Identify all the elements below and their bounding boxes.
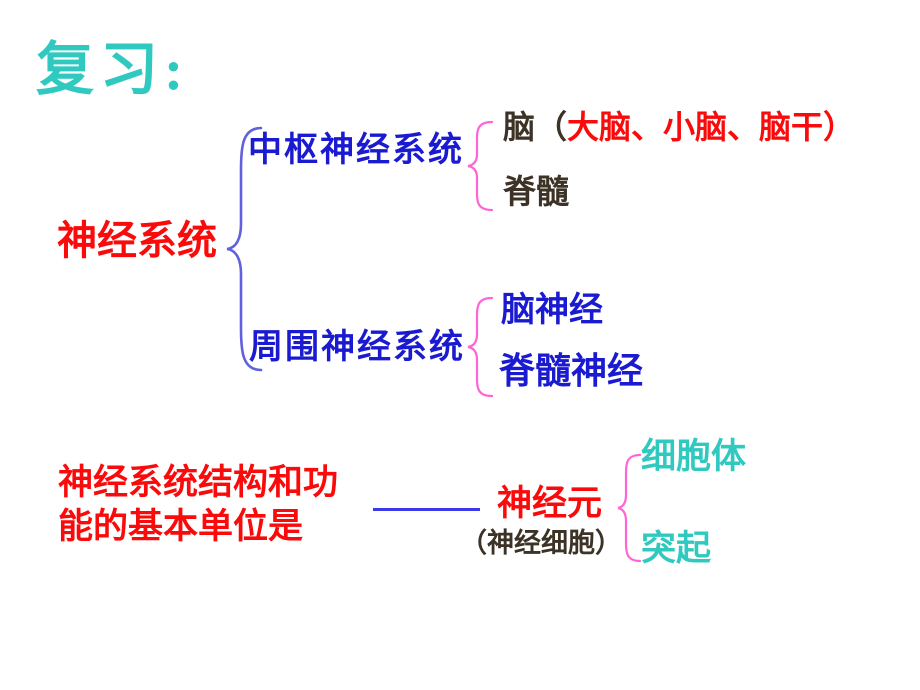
central-brace-icon: [467, 120, 494, 212]
statement-line-2: 能的基本单位是: [58, 507, 304, 546]
cns-brain-item: 脑（大脑、小脑、脑干）: [503, 107, 855, 147]
peripheral-ns-label: 周围神经系统: [249, 329, 465, 366]
brain-parts-label: 大脑、小脑、脑干）: [567, 109, 856, 145]
root-brace-icon: [226, 126, 263, 372]
page-title: 复习:: [36, 37, 190, 102]
peripheral-brace-icon: [467, 296, 494, 398]
statement-line-1: 神经系统结构和功: [58, 463, 339, 502]
central-ns-label: 中枢神经系统: [248, 132, 464, 169]
neuron-cell-body-label: 细胞体: [641, 437, 747, 476]
neuron-note-label: （神经细胞）: [460, 528, 622, 558]
pns-spinal-nerves-label: 脊髓神经: [499, 351, 644, 391]
brain-label: 脑（: [503, 109, 568, 145]
nervous-system-root-label: 神经系统: [57, 218, 217, 263]
neuron-statement: 神经系统结构和功 能的基本单位是: [58, 461, 338, 549]
neuron-answer-label: 神经元: [497, 484, 603, 523]
pns-cranial-nerves-label: 脑神经: [501, 292, 603, 329]
answer-blank-line: [373, 508, 480, 511]
neuron-processes-label: 突起: [641, 529, 712, 568]
neuron-brace-icon: [617, 453, 642, 563]
cns-spinal-cord-label: 脊髓: [503, 175, 569, 211]
